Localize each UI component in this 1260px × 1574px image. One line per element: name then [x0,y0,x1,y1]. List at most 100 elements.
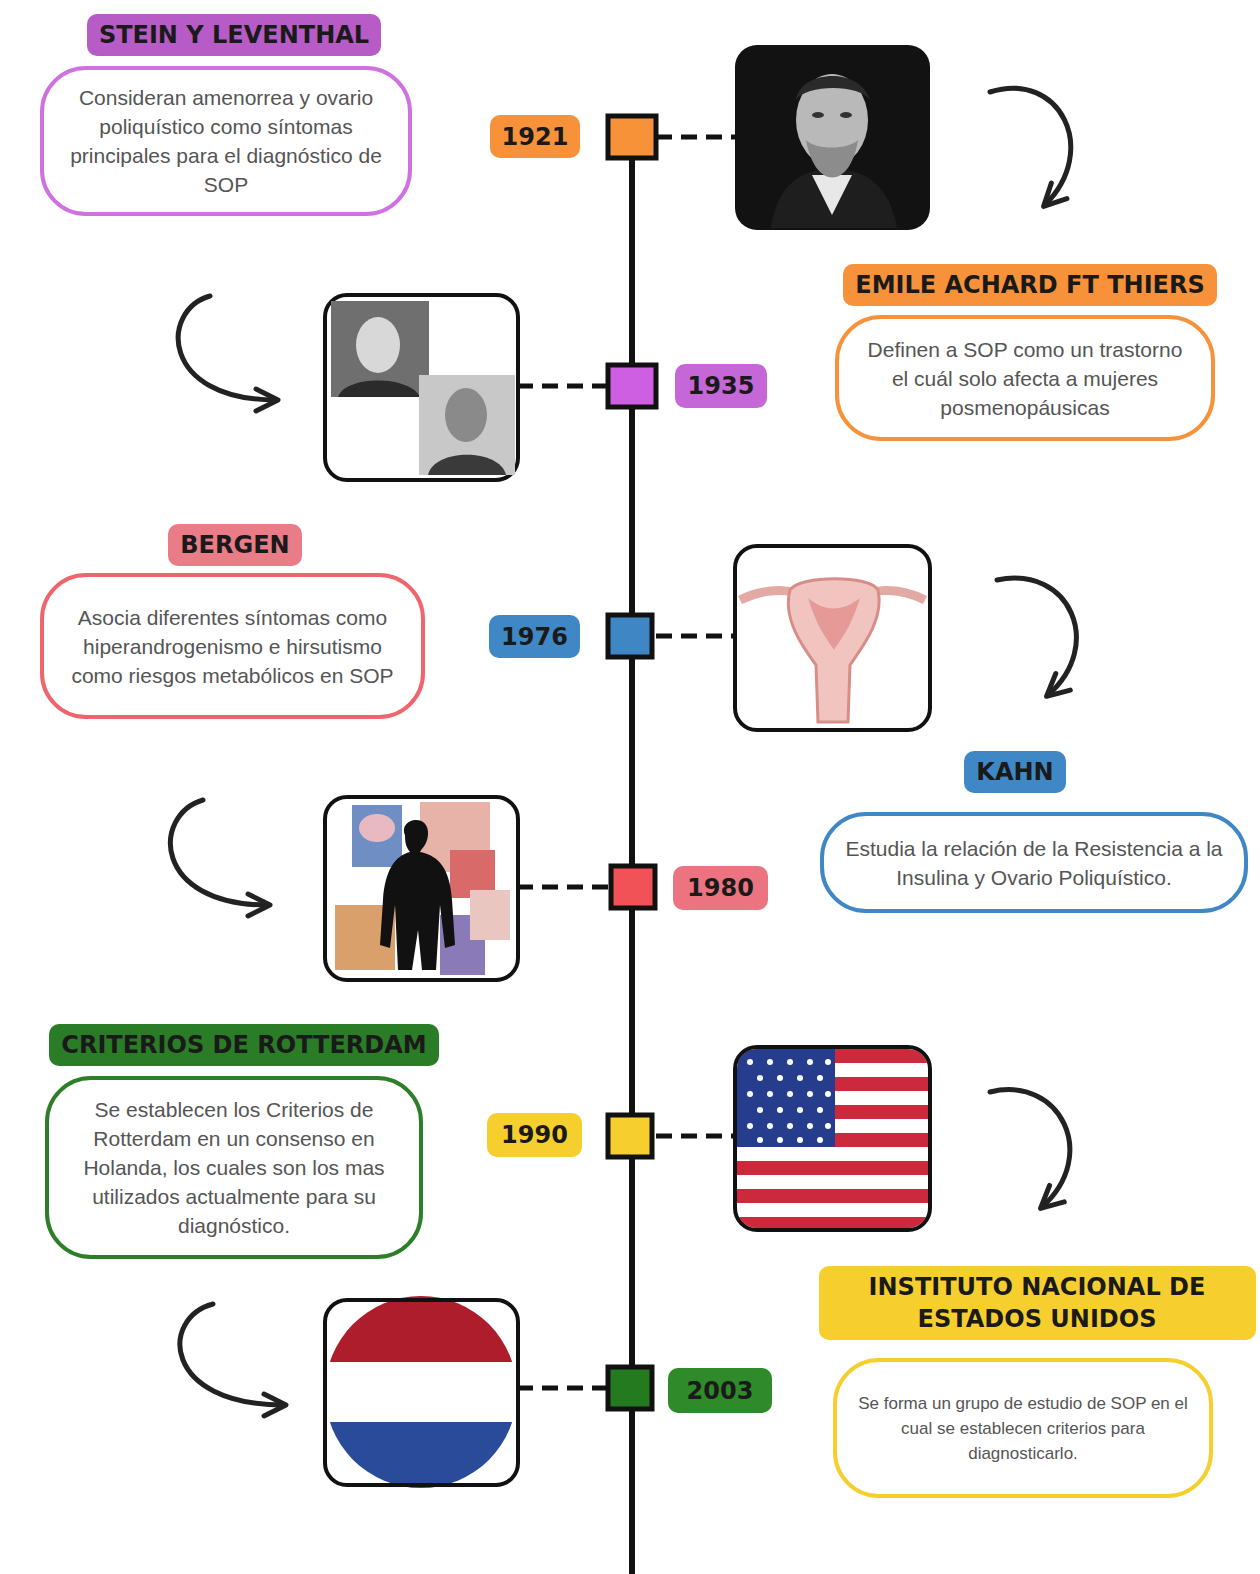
body-collage [352,805,402,867]
event-box: STEIN Y LEVENTHALConsideran amenorrea y … [40,66,412,216]
year-text: 1935 [688,372,755,400]
dashed-leader [520,1386,608,1391]
us-flag [737,1161,928,1175]
netherlands-flag [325,1362,518,1422]
dashed-leader [656,1134,735,1139]
us-flag [825,1091,831,1097]
netherlands-flag [325,1422,518,1488]
us-flag [767,1091,773,1097]
year-label: 1921 [490,115,580,158]
us-flag [737,1049,835,1147]
us-flag [767,1123,773,1129]
us-flag [797,1075,803,1081]
portrait-pair [445,388,487,442]
event-description: Estudia la relación de la Resistencia a … [842,834,1226,892]
year-text: 1980 [687,874,754,902]
netherlands-flag [325,1300,518,1485]
us-flag [747,1059,831,1143]
timeline-marker [608,116,656,158]
us-flag [787,1059,793,1065]
netherlands-flag [325,1296,518,1488]
event-description: Definen a SOP como un trastorno el cuál … [857,335,1193,422]
portrait-pair [356,317,400,373]
portrait-pair [325,295,518,480]
curved-arrow [170,800,268,905]
us-flag [757,1075,763,1081]
us-flag [797,1137,803,1143]
portrait-photo [812,175,852,215]
event-description: Se establecen los Criterios de Rotterdam… [67,1095,401,1240]
portrait-photo [812,112,824,118]
uterus-illustration [808,598,860,650]
event-description: Consideran amenorrea y ovario poliquísti… [62,83,390,199]
event-description: Se forma un grupo de estudio de SOP en e… [855,1391,1191,1466]
us-flag [735,1047,930,1231]
year-label: 1990 [487,1113,582,1157]
body-collage [325,797,518,980]
us-flag [757,1107,763,1113]
event-box: INSTITUTO NACIONAL DE ESTADOS UNIDOSSe f… [833,1358,1213,1498]
us-flag [807,1059,813,1065]
event-box: BERGENAsocia diferentes síntomas como hi… [40,573,425,719]
us-flag [737,1189,928,1203]
portrait-pair [325,295,518,480]
event-box: CRITERIOS DE ROTTERDAMSe establecen los … [45,1076,423,1259]
timeline-marker [608,365,656,407]
year-text: 1990 [501,1121,568,1149]
body-collage [380,820,455,970]
event-heading: BERGEN [168,524,301,566]
portrait-photo [806,140,858,178]
dashed-leader [520,885,608,890]
us-flag [777,1075,783,1081]
event-box: EMILE ACHARD FT THIERSDefinen a SOP como… [835,315,1215,441]
timeline-marker [608,1115,652,1157]
us-flag [787,1091,793,1097]
body-collage [470,890,510,940]
year-label: 2003 [668,1368,772,1413]
us-flag [737,1049,928,1228]
us-flag [825,1059,831,1065]
year-text: 1921 [502,123,569,151]
dashed-leader [656,634,735,639]
timeline-axis [629,135,635,1574]
netherlands-flag [325,1296,518,1488]
us-flag [735,1047,930,1230]
us-flag [817,1075,823,1081]
portrait-photo [735,45,930,230]
portrait-pair [419,375,515,475]
us-flag [777,1107,783,1113]
timeline-marker [608,615,652,657]
us-flag [825,1123,831,1129]
year-label: 1935 [675,364,767,408]
event-heading: KAHN [964,751,1065,793]
us-flag [787,1123,793,1129]
curved-arrow [990,1090,1070,1207]
dashed-leader [656,135,735,140]
year-label: 1980 [673,866,768,910]
event-box: KAHNEstudia la relación de la Resistenci… [820,812,1248,913]
timeline-axis [629,135,635,1574]
us-flag [807,1123,813,1129]
us-flag [817,1137,823,1143]
us-flag [747,1059,753,1065]
timeline-marker [608,116,656,1409]
event-description: Asocia diferentes síntomas como hiperand… [62,603,403,690]
year-text: 2003 [687,1377,754,1405]
dashed-leader [520,137,735,1388]
timeline-marker [611,866,655,908]
us-flag [797,1107,803,1113]
portrait-pair [428,455,506,475]
portrait-photo [770,74,898,228]
us-flag [767,1059,773,1065]
us-flag [737,1049,928,1228]
year-label: 1976 [489,615,580,658]
us-flag [807,1091,813,1097]
us-flag [747,1123,753,1129]
portrait-photo [796,76,870,100]
body-collage [359,814,395,842]
curved-arrow [990,88,1071,205]
timeline-marker [608,1367,652,1409]
portrait-pair [338,381,420,398]
curved-arrow [997,578,1076,695]
